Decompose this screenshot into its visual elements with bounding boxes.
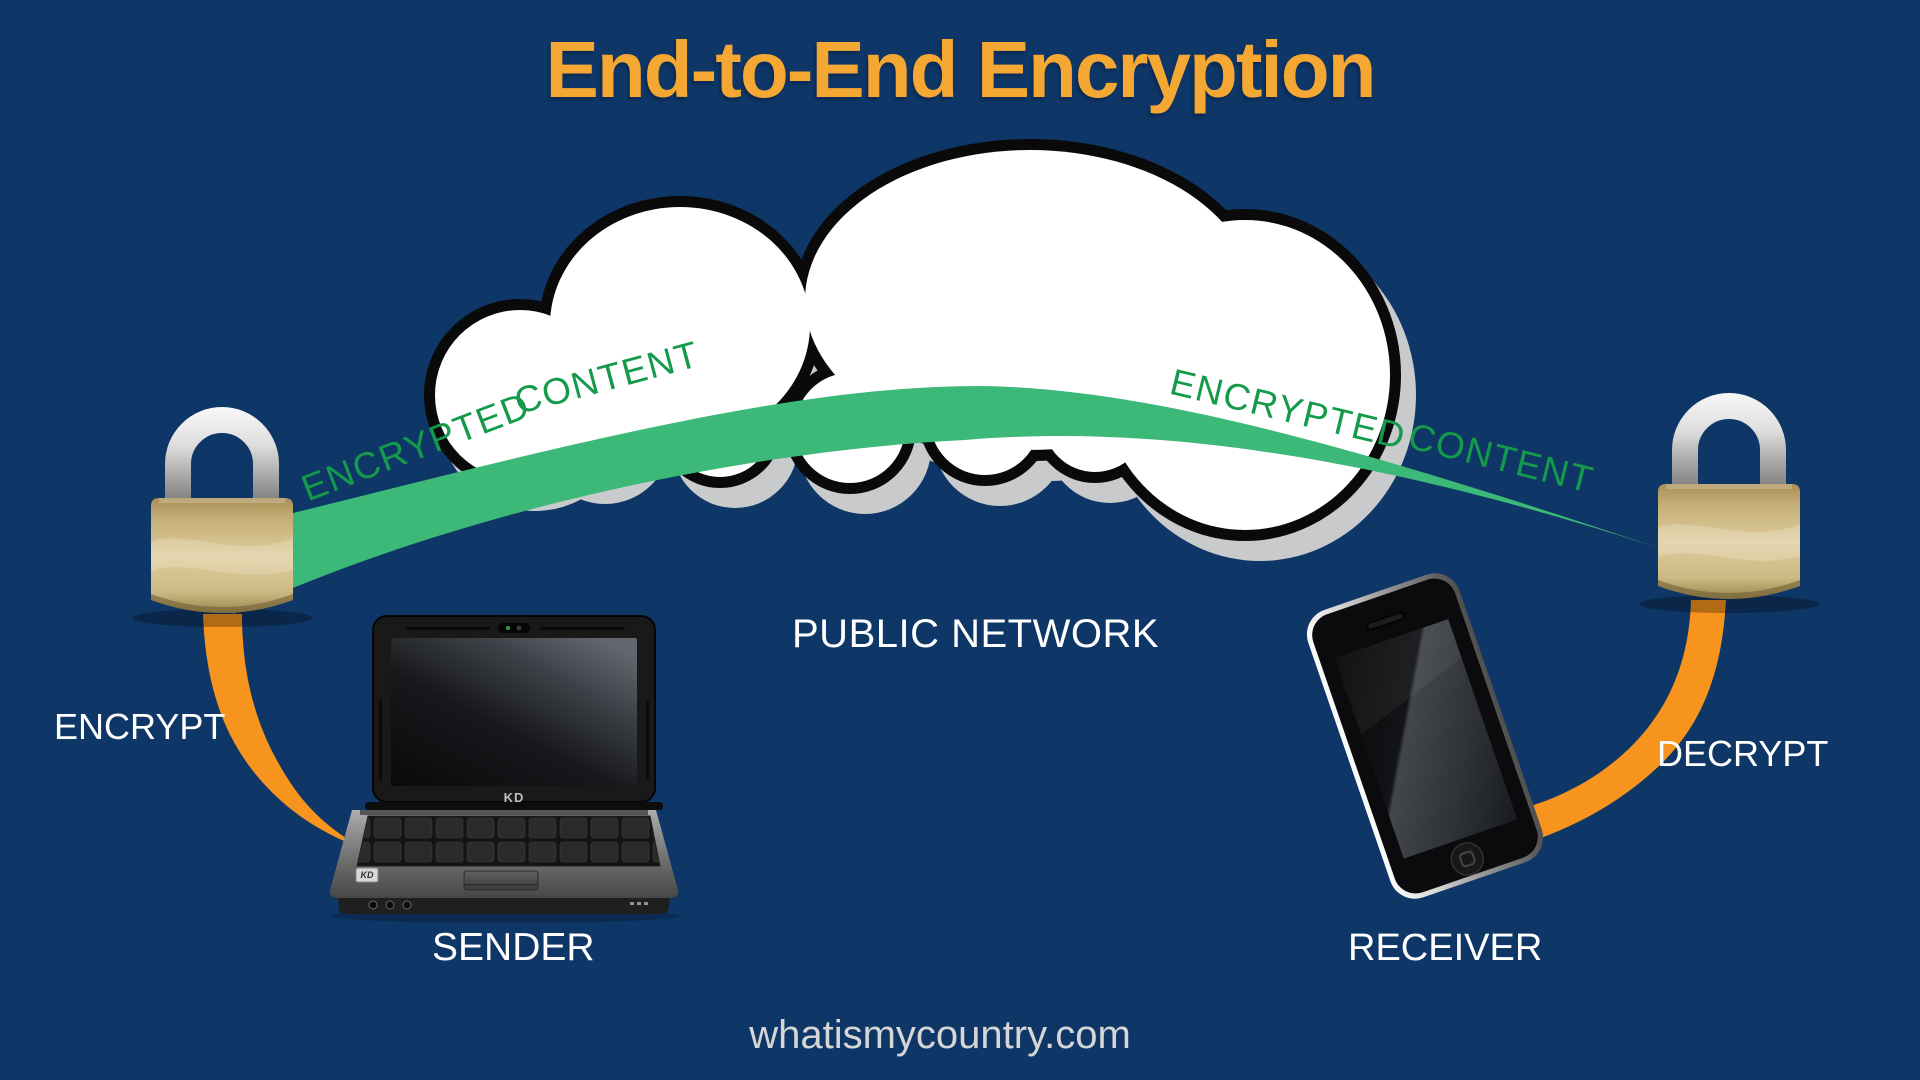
watermark-text: whatismycountry.com — [749, 1013, 1131, 1057]
laptop-brand-badge: KD — [360, 870, 374, 880]
encrypt-label: ENCRYPT — [54, 706, 226, 747]
phone-screen — [1334, 619, 1518, 859]
receiver-label: RECEIVER — [1348, 927, 1543, 969]
ports-icon — [368, 900, 412, 910]
public-network-label: PUBLIC NETWORK — [792, 612, 1160, 656]
right-lock-shadow — [1639, 595, 1819, 613]
laptop-brand-logo: KD — [503, 790, 525, 805]
left-lock-shadow — [132, 609, 312, 627]
keyboard-icon — [356, 815, 661, 867]
encrypt-arrow-icon — [203, 614, 472, 882]
smartphone-icon — [1306, 573, 1544, 899]
sender-label: SENDER — [432, 926, 595, 969]
decrypt-label: DECRYPT — [1657, 733, 1829, 774]
home-button-icon — [1450, 842, 1485, 876]
brand-badge-icon — [355, 867, 379, 883]
laptop-icon — [329, 615, 680, 923]
padlock-left-icon — [151, 420, 293, 613]
webcam-icon — [498, 623, 530, 633]
touchpad-icon — [463, 870, 539, 891]
encrypted-ribbon-icon — [233, 386, 1662, 614]
page-title: End-to-End Encryption — [545, 25, 1376, 114]
padlock-right-icon — [1658, 406, 1800, 599]
